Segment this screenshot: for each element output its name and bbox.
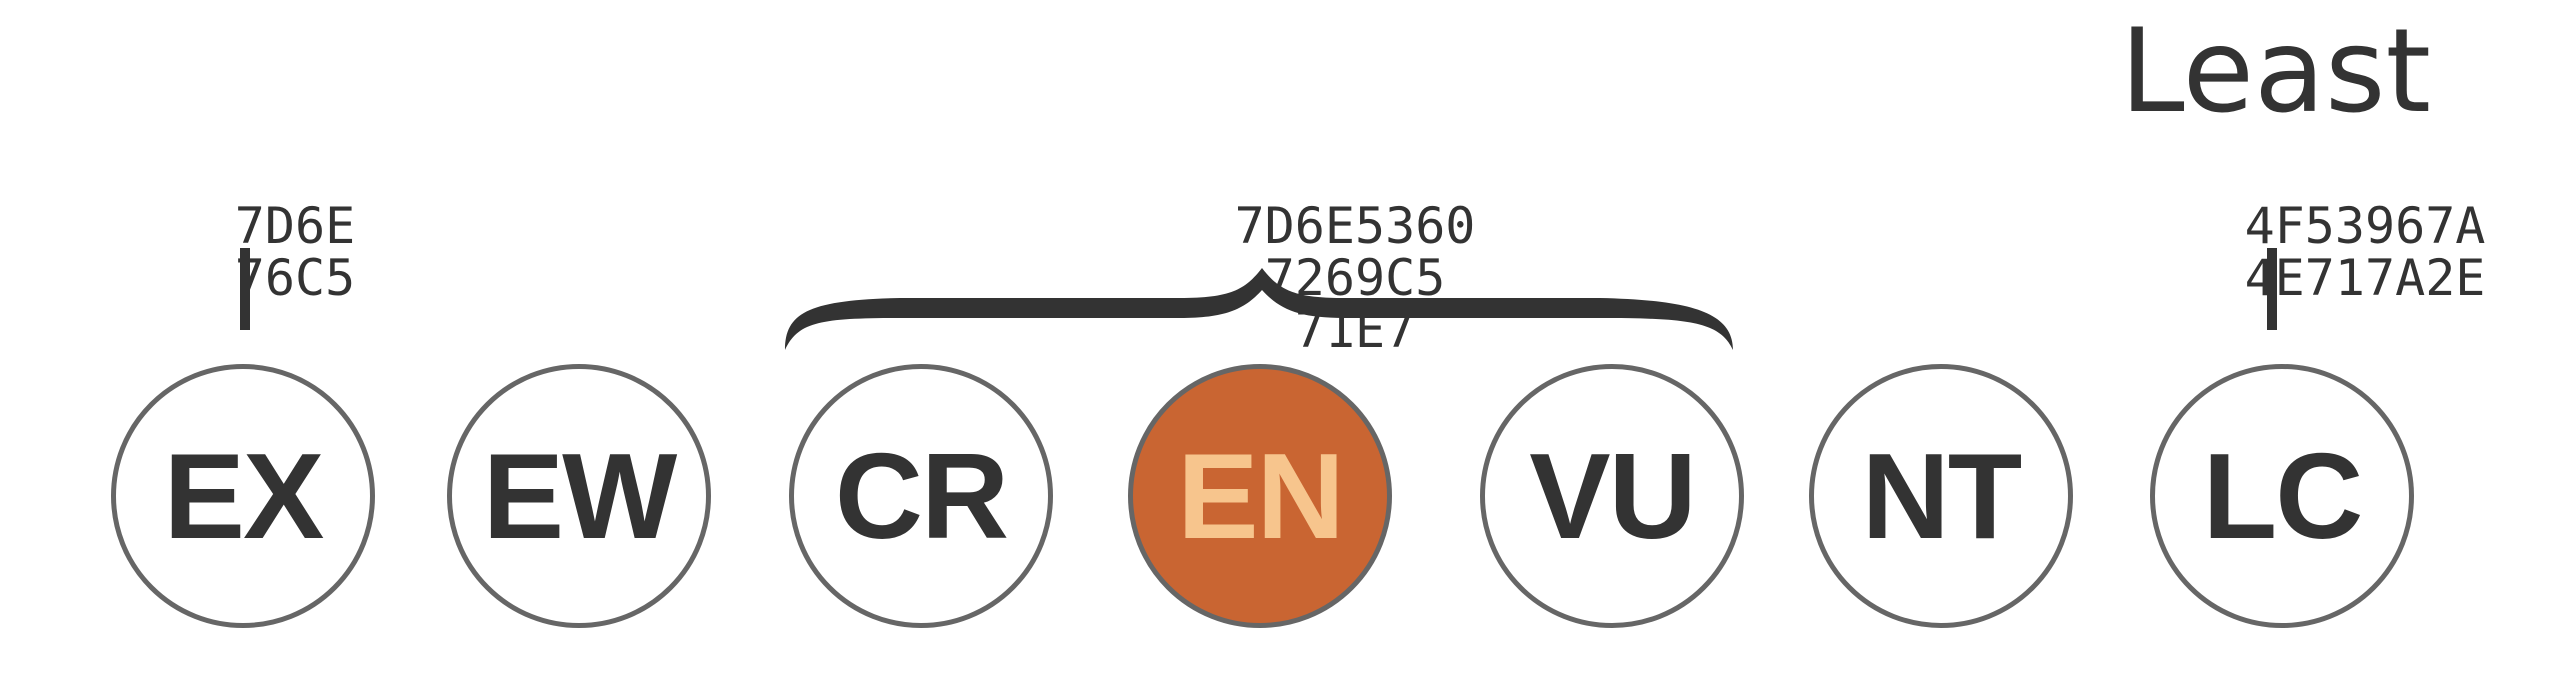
status-code-nt: NT: [1861, 428, 2023, 564]
status-circle-ew: EW: [447, 364, 711, 628]
least-label: Least: [2120, 4, 2431, 139]
status-code-en: EN: [1177, 428, 1344, 564]
status-circle-cr: CR: [789, 364, 1053, 628]
status-circle-vu: VU: [1480, 364, 1744, 628]
status-circle-ex: EX: [111, 364, 375, 628]
extinct-group-label: 7D6E 76C5: [234, 197, 356, 307]
status-circle-lc: LC: [2150, 364, 2414, 628]
status-code-ew: EW: [482, 428, 678, 564]
status-code-vu: VU: [1529, 428, 1696, 564]
status-code-lc: LC: [2202, 428, 2364, 564]
status-code-cr: CR: [834, 428, 1009, 564]
status-circle-en: EN: [1128, 364, 1392, 628]
threatened-curly-bracket: [785, 268, 1733, 350]
status-code-ex: EX: [163, 428, 325, 564]
least-concern-group-label: 4F53967A 4E717A2E: [2244, 197, 2486, 307]
status-circle-nt: NT: [1809, 364, 2073, 628]
